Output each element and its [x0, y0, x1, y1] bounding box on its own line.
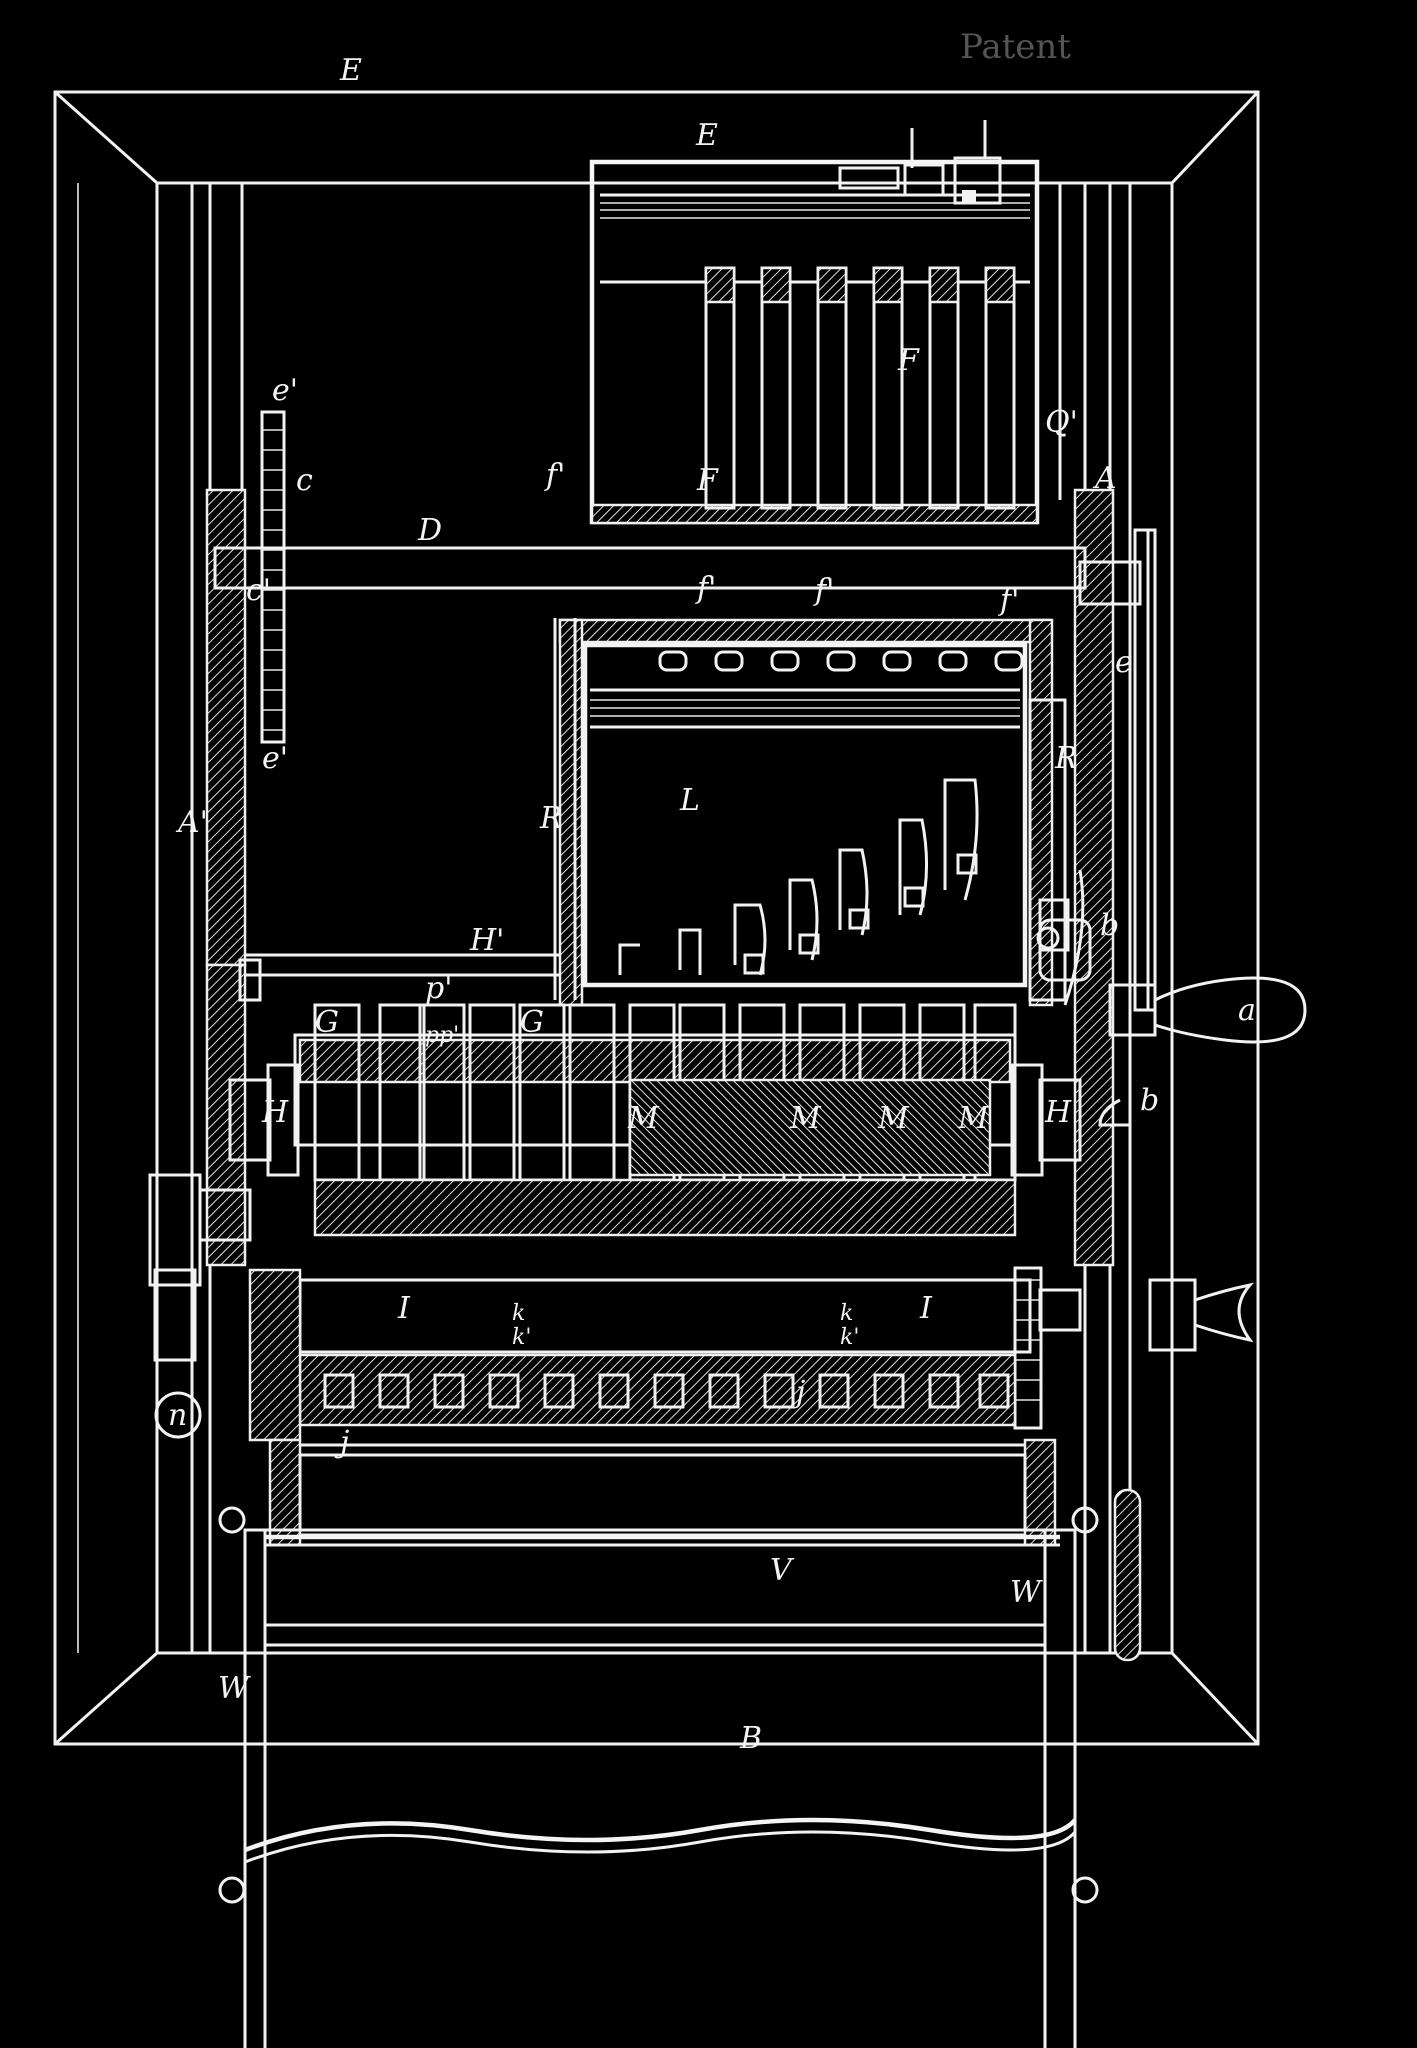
label-b: B — [739, 1721, 762, 1756]
label-b-upper: b — [1100, 908, 1119, 943]
rail-h-prime — [238, 618, 577, 1002]
crank-handle-icon — [1036, 918, 1307, 1352]
label-h-left: H — [261, 1095, 289, 1130]
gear-c — [260, 410, 286, 744]
label-m-2: M — [789, 1101, 822, 1136]
box-l — [558, 618, 1054, 1007]
label-f-prime-top: f' — [544, 458, 565, 493]
label-w-left: W — [218, 1671, 251, 1706]
label-v: V — [770, 1553, 795, 1588]
label-e-box: E — [695, 118, 718, 153]
label-a-prime: A' — [175, 805, 208, 840]
label-i-left: I — [397, 1291, 411, 1326]
outer-frame — [53, 90, 1260, 1746]
label-m-4: M — [957, 1101, 990, 1136]
drum-i — [248, 1266, 1082, 1442]
label-e-small: e — [1115, 645, 1133, 680]
label-k-2: k — [840, 1301, 853, 1326]
label-m-3: M — [877, 1101, 910, 1136]
label-e-prime-top: e' — [272, 373, 298, 408]
label-b-lower: b — [1140, 1083, 1159, 1118]
label-c-gear: c — [296, 463, 313, 498]
label-f-plate: F — [897, 343, 920, 378]
gear-section — [228, 1003, 1082, 1237]
rollers — [658, 650, 1024, 672]
shaft-d — [213, 528, 1157, 1012]
label-pp-prime: pp' — [425, 1023, 459, 1048]
label-f-prime-mid: f' — [695, 571, 716, 606]
label-m-1: M — [627, 1101, 660, 1136]
label-k-prime-1: k' — [512, 1325, 531, 1350]
label-a-handle: a — [1238, 993, 1256, 1028]
compartment-v — [265, 1438, 1060, 1547]
label-a-right: A — [1092, 461, 1117, 496]
label-g-left: G — [315, 1005, 339, 1040]
label-l-box: L — [679, 783, 700, 818]
label-g-mid: G — [520, 1005, 544, 1040]
label-e-prime-bottom: e' — [262, 741, 288, 776]
label-r-right: R — [1054, 741, 1078, 776]
label-e-top: E — [339, 53, 362, 88]
label-h-prime: H' — [469, 923, 504, 958]
stud-icon — [1113, 1488, 1142, 1662]
label-n: n — [168, 1398, 187, 1433]
knob-n — [148, 1173, 252, 1439]
label-w-right: W — [1010, 1575, 1043, 1610]
label-d-shaft: D — [417, 513, 442, 548]
label-p-prime: p' — [425, 971, 452, 1006]
base-b — [218, 1506, 1099, 2048]
label-q-prime: Q' — [1045, 405, 1078, 440]
label-k-1: k — [512, 1301, 525, 1326]
label-h-right: H — [1044, 1095, 1072, 1130]
stepped-levers — [618, 778, 979, 976]
label-f-prime-right: f' — [998, 583, 1019, 618]
latch-mechanism — [838, 120, 1002, 205]
box-e — [589, 120, 1040, 525]
label-k-prime-2: k' — [840, 1325, 859, 1350]
label-i-right: I — [919, 1291, 933, 1326]
f-plates — [704, 266, 1016, 510]
label-r-left: R — [539, 801, 563, 836]
rod-r — [1028, 698, 1085, 1006]
label-c-prime: c' — [246, 573, 271, 608]
label-f-prime-left: f' — [813, 573, 834, 608]
label-f-bar: F — [696, 463, 719, 498]
header-right-text: Patent — [960, 27, 1071, 67]
